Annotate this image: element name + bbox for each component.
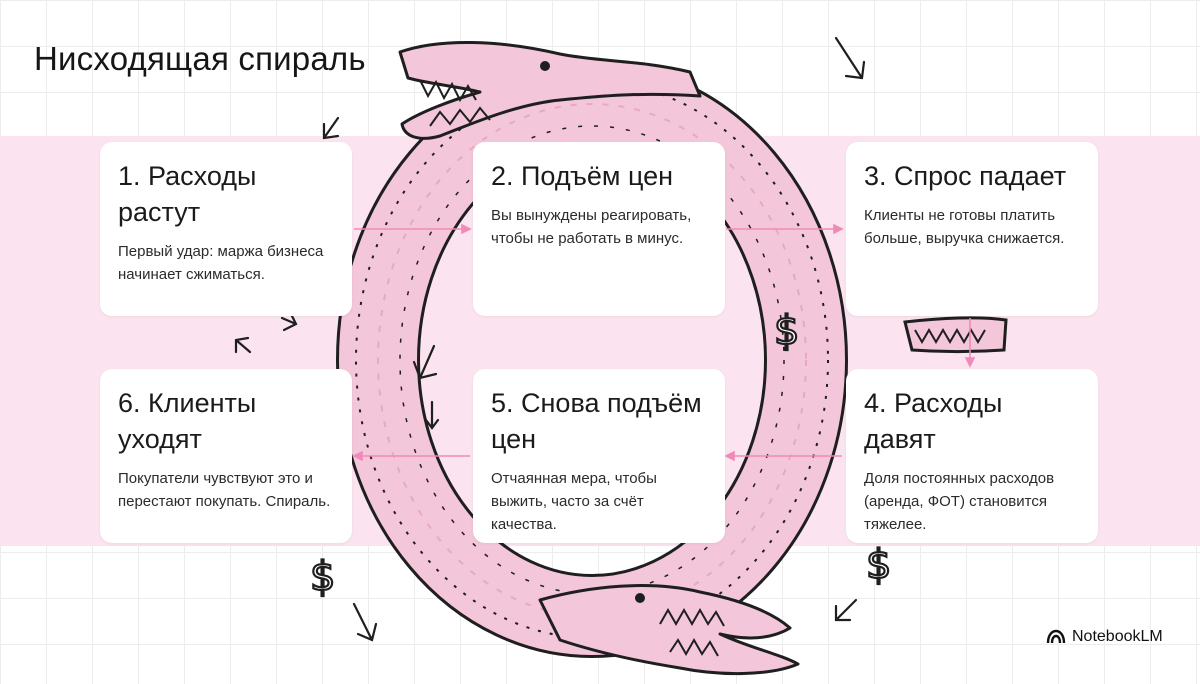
step-title: 5. Снова подъём цен bbox=[491, 388, 702, 454]
step-card-1: 1. Расходы растут Первый удар: маржа биз… bbox=[100, 142, 352, 316]
step-text: Клиенты не готовы платить больше, выручк… bbox=[864, 207, 1065, 247]
crocodile-head-top bbox=[398, 40, 702, 140]
notebooklm-logo-icon bbox=[1046, 629, 1066, 644]
step-text: Доля постоянных расходов (аренда, ФОТ) с… bbox=[864, 470, 1055, 533]
dollar-icon-bottom-right: $ bbox=[866, 542, 891, 588]
brand-name: NotebookLM bbox=[1072, 628, 1163, 645]
flow-arrows bbox=[352, 223, 976, 462]
page-title: Нисходящая спираль bbox=[34, 40, 366, 77]
dollar-icon-bottom-left: $ bbox=[310, 554, 335, 600]
step-card-6: 6. Клиенты уходят Покупатели чувствуют э… bbox=[100, 369, 352, 543]
doodle-arrows bbox=[234, 36, 866, 642]
step-title: 4. Расходы давят bbox=[864, 388, 1003, 454]
dollar-icons: $ $ $ bbox=[309, 307, 893, 601]
step-text: Первый удар: маржа бизнеса начинает сжим… bbox=[118, 243, 324, 283]
step-text: Отчаянная мера, чтобы выжить, часто за с… bbox=[491, 470, 657, 533]
step-title: 6. Клиенты уходят bbox=[118, 388, 257, 454]
dollar-icon-right: $ bbox=[774, 308, 799, 354]
step-card-4: 4. Расходы давят Доля постоянных расходо… bbox=[846, 369, 1098, 543]
step-title: 1. Расходы растут bbox=[118, 161, 257, 227]
crocodile-snout-right bbox=[903, 316, 1008, 353]
step-title: 2. Подъём цен bbox=[491, 161, 674, 191]
step-card-5: 5. Снова подъём цен Отчаянная мера, чтоб… bbox=[473, 369, 725, 543]
step-card-2: 2. Подъём цен Вы вынуждены реагировать, … bbox=[473, 142, 725, 316]
step-card-3: 3. Спрос падает Клиенты не готовы платит… bbox=[846, 142, 1098, 316]
step-title: 3. Спрос падает bbox=[864, 161, 1067, 191]
step-text: Покупатели чувствуют это и перестают пок… bbox=[118, 470, 331, 510]
brand-badge: NotebookLM bbox=[1046, 628, 1163, 646]
crocodile-head-bottom bbox=[538, 584, 800, 676]
step-text: Вы вынуждены реагировать, чтобы не работ… bbox=[491, 207, 692, 247]
